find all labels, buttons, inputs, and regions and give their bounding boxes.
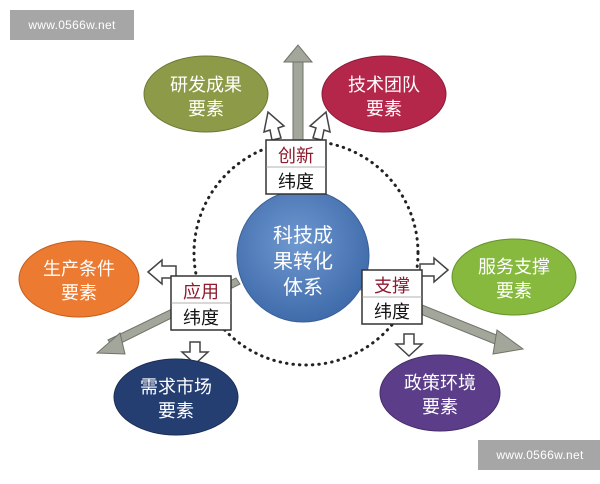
element-rd-achievements: 研发成果 要素 <box>143 55 269 133</box>
dimension-suffix-support: 纬度 <box>374 302 410 323</box>
hollow-arrow-to-rd <box>263 110 286 141</box>
element-policy-environment: 政策环境 要素 <box>379 354 501 432</box>
element-production-line-2: 要素 <box>61 283 97 304</box>
dimension-accent-application: 应用 <box>183 282 219 303</box>
hollow-arrow-to-team <box>308 110 331 141</box>
dimension-accent-support: 支撑 <box>374 276 410 297</box>
element-demand-market: 需求市场 要素 <box>113 358 239 436</box>
element-tech-team: 技术团队 要素 <box>321 55 447 133</box>
dimension-suffix-application: 纬度 <box>183 308 219 329</box>
element-policy-line-2: 要素 <box>422 397 458 418</box>
dimension-suffix-innovation: 纬度 <box>278 172 314 193</box>
element-rd-line-2: 要素 <box>188 99 224 120</box>
watermark-bottom-right: www.0566w.net <box>478 440 600 470</box>
hollow-arrow-to-production <box>146 258 177 286</box>
center-text-line-3: 体系 <box>283 275 323 299</box>
element-service-support: 服务支撑 要素 <box>451 238 577 316</box>
element-market-line-2: 要素 <box>158 401 194 422</box>
dimension-label-application: 应用 纬度 <box>170 275 232 331</box>
element-policy-line-1: 政策环境 <box>404 373 476 394</box>
center-text-line-1: 科技成 <box>273 223 333 247</box>
element-service-line-2: 要素 <box>496 281 532 302</box>
dimension-label-innovation: 创新 纬度 <box>265 139 327 195</box>
watermark-top-left: www.0566w.net <box>10 10 134 40</box>
element-team-line-1: 技术团队 <box>348 75 420 96</box>
hollow-arrow-to-policy <box>394 333 424 358</box>
hollow-arrow-to-market <box>180 341 210 366</box>
element-market-line-1: 需求市场 <box>140 377 212 398</box>
element-team-line-2: 要素 <box>366 99 402 120</box>
element-rd-line-1: 研发成果 <box>170 75 242 96</box>
center-node: 科技成 果转化 体系 <box>236 189 370 323</box>
dimension-label-support: 支撑 纬度 <box>361 269 423 325</box>
element-production-conditions: 生产条件 要素 <box>18 240 140 318</box>
hollow-arrow-to-service <box>419 256 450 284</box>
dimension-accent-innovation: 创新 <box>278 146 314 167</box>
element-production-line-1: 生产条件 <box>43 259 115 280</box>
element-service-line-1: 服务支撑 <box>478 257 550 278</box>
center-text-line-2: 果转化 <box>273 249 333 273</box>
